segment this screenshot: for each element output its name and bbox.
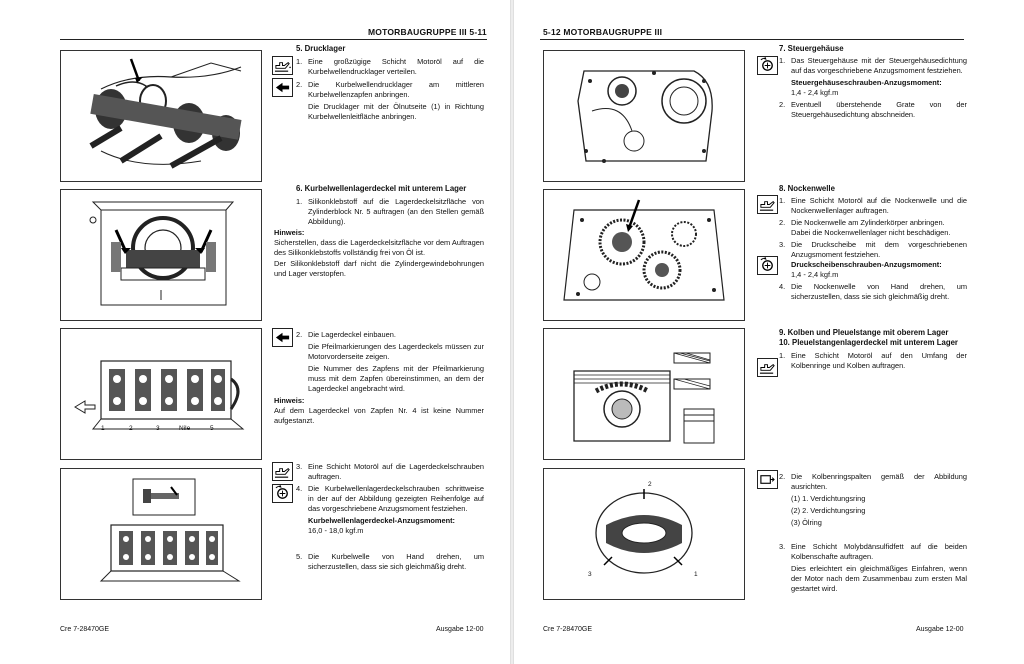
torque-value: 1,4 - 2,4 kgf.m <box>791 270 839 279</box>
figure-camshaft-gears <box>543 189 745 321</box>
section-heading-conrod-cap: 10. Pleuelstangenlagerdeckel mit unterem… <box>779 338 958 347</box>
figure-piston-rings <box>543 328 745 460</box>
torque-value: 1,4 - 2,4 kgf.m <box>791 88 839 97</box>
hinweis-label: Hinweis: <box>274 228 305 237</box>
ring-label: (3) Ölring <box>791 518 822 527</box>
figure-bolt-tightening <box>60 468 262 600</box>
section-heading-piston: 9. Kolben und Pleuelstange mit oberem La… <box>779 328 949 337</box>
oil-can-icon <box>757 358 778 377</box>
oil-can-icon <box>757 195 778 214</box>
hinweis-text: Der Silikonklebstoff darf nicht die Zyli… <box>274 259 484 278</box>
hinweis-text: Sicherstellen, dass die Lagerdeckelsitzf… <box>274 238 484 257</box>
step-text: Eine Schicht Molybdänsulfidfett auf die … <box>791 542 967 561</box>
figure-label: 3 <box>588 571 592 578</box>
right-page-header: 5-12 MOTORBAUGRUPPE III <box>543 27 663 37</box>
left-footer-edition: Ausgabe 12-00 <box>436 626 484 633</box>
step-text: Die Nockenwelle von Hand drehen, um sich… <box>791 282 967 301</box>
adjust-icon <box>757 470 778 489</box>
step-text: Eventuell überstehende Grate von der Ste… <box>791 100 967 119</box>
left-header-rule <box>60 39 487 40</box>
torque-value: 16,0 - 18,0 kgf.m <box>308 526 364 535</box>
page-gutter <box>510 0 514 664</box>
hinweis-text: Auf dem Lagerdeckel von Zapfen Nr. 4 ist… <box>274 406 484 425</box>
figure-bearing-cap-sealant <box>60 189 262 321</box>
figure-label: Nile <box>179 425 191 432</box>
torque-label: Kurbelwellenlagerdeckel-Anzugsmoment: <box>308 516 456 525</box>
figure-ring-gap-positions: 2 3 1 <box>543 468 745 600</box>
step-number: 1. <box>296 57 303 66</box>
install-arrow-icon <box>272 78 293 97</box>
step-text: Die Kurbelwellenlagerdeckelschrauben sch… <box>308 484 484 513</box>
step-text: Die Lagerdeckel einbauen. <box>308 330 396 339</box>
step-text: Die Kurbelwellendrucklager am mittleren … <box>308 80 484 99</box>
step-note: Die Nummer des Zapfens mit der Pfeilmark… <box>308 364 484 393</box>
left-footer-doc-id: Cre 7-28470GE <box>60 626 110 633</box>
figure-thrust-bearing <box>60 50 262 182</box>
step-text: Eine großzügige Schicht Motoröl auf die … <box>308 57 484 76</box>
step-text: Die Druckscheibe mit dem vorgeschriebene… <box>791 240 967 259</box>
step-text: Eine Schicht Motoröl auf die Lagerdeckel… <box>308 462 484 481</box>
torque-wrench-icon <box>757 256 778 275</box>
step-text: Silikonklebstoff auf die Lagerdeckelsitz… <box>308 197 484 226</box>
step-note: Dabei die Nockenwellenlager nicht beschä… <box>791 228 951 237</box>
oil-can-icon <box>272 56 293 75</box>
figure-label: 5 <box>210 425 214 432</box>
step-note: Dies erleichtert ein gleichmäßiges Einfa… <box>791 564 967 593</box>
step-text: Die Nockenwelle am Zylinderkörper anbrin… <box>791 218 945 227</box>
step-number: 2. <box>296 80 303 89</box>
section-heading-bearing-cap: 6. Kurbelwellenlagerdeckel mit unterem L… <box>296 184 467 193</box>
right-footer-edition: Ausgabe 12-00 <box>916 626 964 633</box>
oil-can-icon <box>272 462 293 481</box>
torque-label: Druckscheibenschrauben-Anzugsmoment: <box>791 260 942 269</box>
figure-bearing-caps-order: 1 2 3 Nile 5 <box>60 328 262 460</box>
step-text: Die Kolbenringspalten gemäß der Abbildun… <box>791 472 967 491</box>
figure-timing-case <box>543 50 745 182</box>
step-text: Eine Schicht Motoröl auf die Nockenwelle… <box>791 196 967 215</box>
step-note: Die Pfeilmarkierungen des Lagerdeckels m… <box>308 342 484 361</box>
figure-label: 2 <box>648 481 652 488</box>
section-heading-thrust-bearing: 5. Drucklager <box>296 44 346 53</box>
figure-label: 1 <box>694 571 698 578</box>
step-note: Die Drucklager mit der Ölnutseite (1) in… <box>308 102 484 121</box>
section-heading-camshaft: 8. Nockenwelle <box>779 184 835 193</box>
step-text: Das Steuergehäuse mit der Steuergehäused… <box>791 56 967 75</box>
figure-label: 1 <box>101 425 105 432</box>
torque-label: Steuergehäuseschrauben-Anzugsmoment: <box>791 78 942 87</box>
step-text: Eine Schicht Motoröl auf den Umfang der … <box>791 351 967 370</box>
torque-wrench-icon <box>272 484 293 503</box>
figure-label: 3 <box>156 425 160 432</box>
left-page-header: MOTORBAUGRUPPE III 5-11 <box>368 27 487 37</box>
torque-wrench-icon <box>757 56 778 75</box>
right-header-rule <box>540 39 964 40</box>
ring-label: (2) 2. Verdichtungsring <box>791 506 866 515</box>
ring-label: (1) 1. Verdichtungsring <box>791 494 866 503</box>
step-text: Die Kurbelwelle von Hand drehen, um sich… <box>308 552 484 571</box>
install-arrow-icon <box>272 328 293 347</box>
right-footer-doc-id: Cre 7-28470GE <box>543 626 593 633</box>
figure-label: 2 <box>129 425 133 432</box>
hinweis-label: Hinweis: <box>274 396 305 405</box>
section-heading-timing-case: 7. Steuergehäuse <box>779 44 844 53</box>
